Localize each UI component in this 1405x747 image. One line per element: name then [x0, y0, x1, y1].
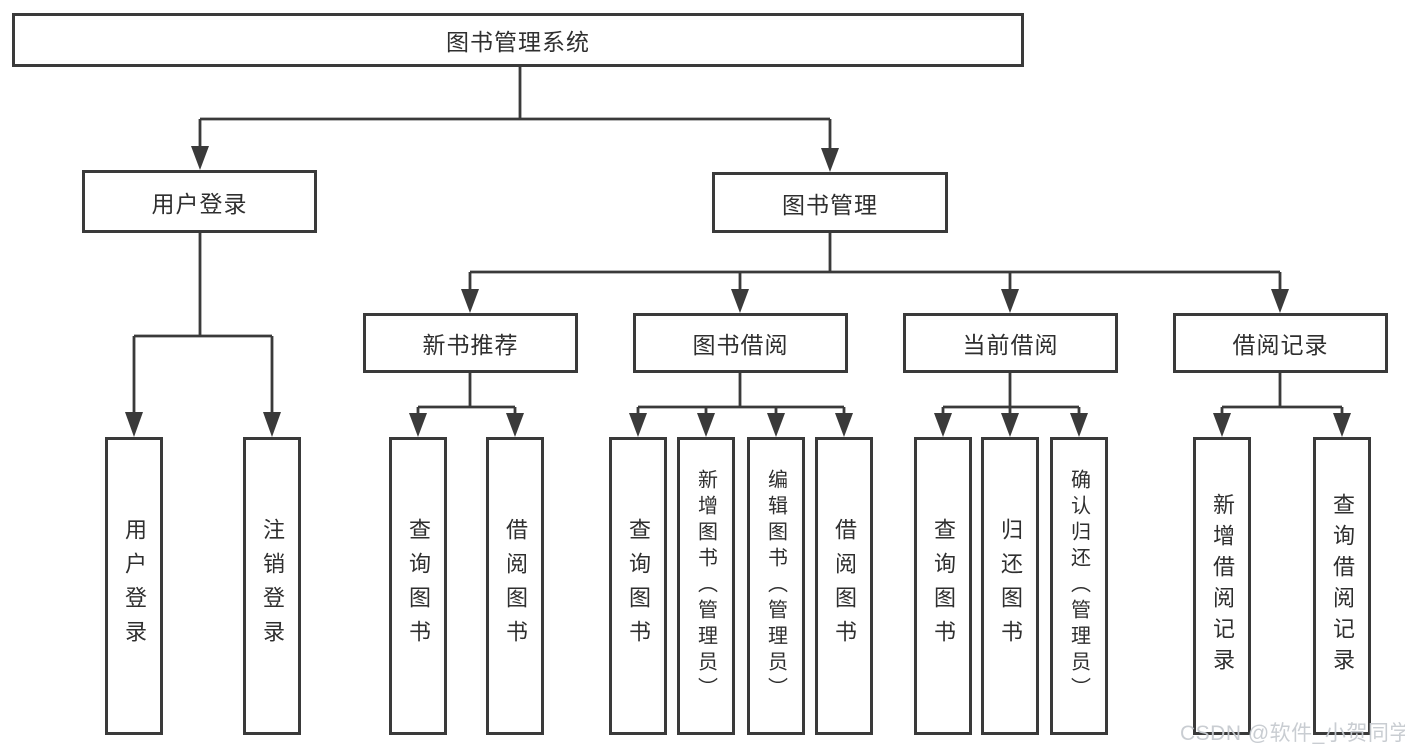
node-root: 图书管理系统 — [12, 13, 1024, 67]
leaf-borrow-books-2: 借阅图书 — [815, 437, 873, 735]
node-user-login-label: 用户登录 — [151, 190, 248, 217]
leaf-add-books-admin: 新增图书（管理员） — [677, 437, 735, 735]
leaf-logout: 注销登录 — [243, 437, 301, 735]
leaf-query-books-1-label: 查询图书 — [406, 518, 431, 654]
node-book-borrow-label: 图书借阅 — [692, 332, 789, 358]
leaf-query-borrow-record: 查询借阅记录 — [1313, 437, 1371, 735]
leaf-confirm-return-admin-label: 确认归还（管理员） — [1067, 469, 1090, 703]
leaf-confirm-return-admin: 确认归还（管理员） — [1050, 437, 1108, 735]
leaf-borrow-books-2-label: 借阅图书 — [832, 518, 857, 654]
leaf-logout-label: 注销登录 — [260, 518, 285, 654]
leaf-edit-books-admin: 编辑图书（管理员） — [747, 437, 805, 735]
node-borrow-records: 借阅记录 — [1173, 313, 1388, 373]
leaf-add-borrow-record-label: 新增借阅记录 — [1210, 493, 1235, 679]
leaf-return-books-label: 归还图书 — [998, 518, 1023, 654]
arrowheads — [125, 146, 1351, 437]
node-user-login: 用户登录 — [82, 170, 317, 233]
node-root-label: 图书管理系统 — [446, 29, 590, 55]
csdn-watermark: CSDN @软件_小贺同学 — [1180, 722, 1405, 745]
leaf-add-books-admin-label: 新增图书（管理员） — [694, 469, 717, 703]
leaf-borrow-books-1: 借阅图书 — [486, 437, 544, 735]
node-current-borrow-label: 当前借阅 — [962, 332, 1059, 358]
leaf-edit-books-admin-label: 编辑图书（管理员） — [764, 469, 787, 703]
leaf-query-borrow-record-label: 查询借阅记录 — [1330, 493, 1355, 679]
leaf-query-books-3: 查询图书 — [914, 437, 972, 735]
leaf-return-books: 归还图书 — [981, 437, 1039, 735]
node-current-borrow: 当前借阅 — [903, 313, 1118, 373]
leaf-query-books-2: 查询图书 — [609, 437, 667, 735]
node-book-management-label: 图书管理 — [782, 191, 878, 218]
leaf-user-login-label: 用户登录 — [122, 518, 147, 654]
node-new-book-recommend: 新书推荐 — [363, 313, 578, 373]
node-new-book-recommend-label: 新书推荐 — [422, 332, 519, 358]
leaf-add-borrow-record: 新增借阅记录 — [1193, 437, 1251, 735]
node-book-management: 图书管理 — [712, 172, 948, 233]
leaf-borrow-books-1-label: 借阅图书 — [503, 518, 528, 654]
leaf-user-login: 用户登录 — [105, 437, 163, 735]
node-book-borrow: 图书借阅 — [633, 313, 848, 373]
leaf-query-books-1: 查询图书 — [389, 437, 447, 735]
leaf-query-books-3-label: 查询图书 — [931, 518, 956, 654]
node-borrow-records-label: 借阅记录 — [1232, 332, 1329, 358]
leaf-query-books-2-label: 查询图书 — [626, 518, 651, 654]
